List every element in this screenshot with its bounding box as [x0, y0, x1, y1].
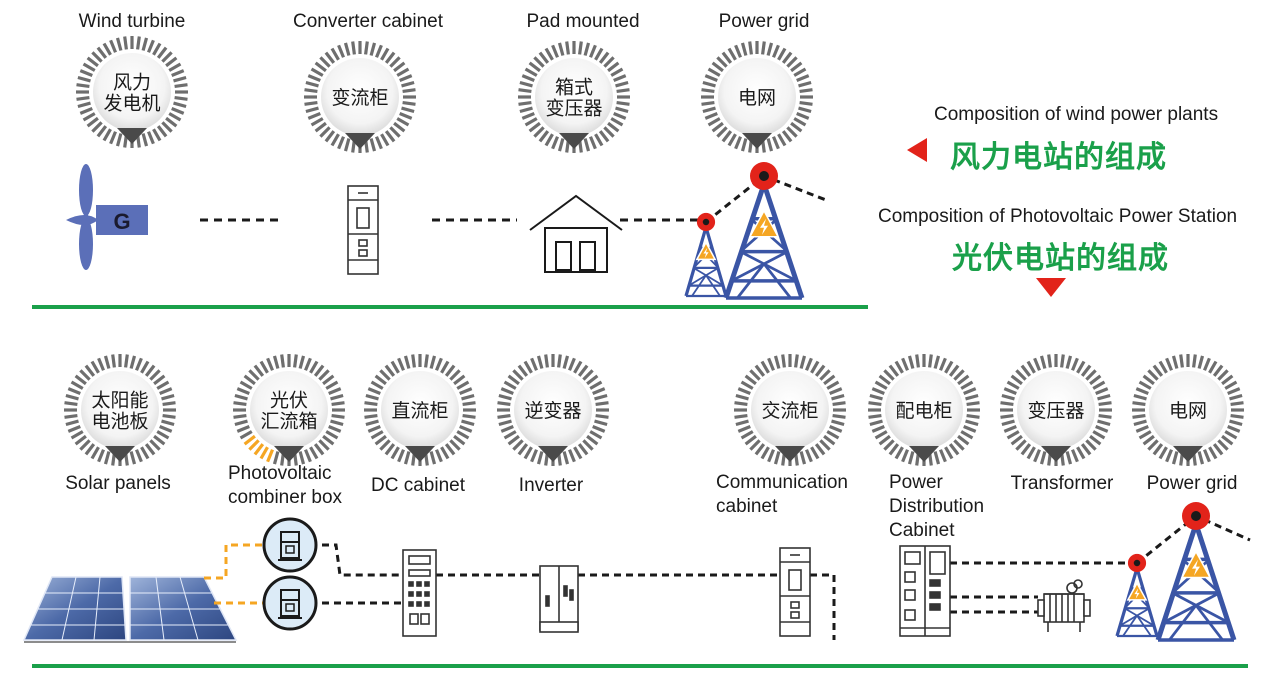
pv-label-transformer: Transformer [1010, 473, 1114, 494]
badge-pv-power-grid: 电网 [1132, 354, 1244, 466]
badge-converter-cabinet-text: 变流柜 [331, 87, 388, 109]
pv-label-dc-cabinet: DC cabinet [371, 475, 465, 496]
badge-pad-mounted-text: 箱式 [555, 77, 593, 99]
badge-distribution-cabinet: 配电柜 [868, 354, 980, 466]
pv-label-solar-panels: Solar panels [65, 473, 171, 494]
badge-wind-turbine-text: 风力 [113, 72, 151, 94]
combiner-box-icon [262, 517, 318, 573]
wind-small-tower-icon [684, 212, 728, 298]
badge-wind-power-grid-text: 电网 [738, 87, 776, 109]
combiner-box-icon [262, 575, 318, 631]
wind-label-power-grid: Power grid [718, 11, 810, 32]
pv-legend-arrow [1036, 278, 1066, 297]
wind-legend-arrow [907, 138, 927, 162]
badge-communication-cabinet: 交流柜 [734, 354, 846, 466]
wind-turbine-icon [66, 164, 148, 270]
wind-large-tower-icon [723, 162, 805, 300]
wind-legend-english: Composition of wind power plants [934, 104, 1219, 125]
wind-label-pad-mounted: Pad mounted [526, 11, 640, 32]
pv-label-inverter: Inverter [518, 475, 584, 496]
converter-cabinet-icon [347, 185, 379, 275]
badge-wind-power-grid: 电网 [701, 41, 813, 153]
pv-label-distribution-cabinet: Power Distribution Cabinet [889, 472, 985, 541]
badge-transformer-text: 变压器 [1027, 400, 1084, 422]
wind-legend-chinese: 风力电站的组成 [950, 141, 1167, 174]
badge-converter-cabinet: 变流柜 [304, 41, 416, 153]
pv-label-power-grid: Power grid [1146, 473, 1238, 494]
generator-letter: G [113, 209, 130, 234]
inverter-icon [539, 565, 579, 633]
pv-legend-chinese: 光伏电站的组成 [952, 242, 1169, 275]
badge-dc-cabinet-text: 直流柜 [391, 400, 448, 422]
badge-pv-power-grid-text: 电网 [1169, 400, 1207, 422]
solar-panels-icon [22, 576, 238, 643]
badge-dc-cabinet: 直流柜 [364, 354, 476, 466]
badge-inverter-text: 逆变器 [524, 400, 581, 422]
badge-pad-mounted-text: 变压器 [545, 98, 602, 120]
badge-communication-cabinet-text: 交流柜 [761, 400, 818, 422]
badge-transformer: 变压器 [1000, 354, 1112, 466]
pv-label-communication-cabinet: Communication cabinet [716, 472, 848, 517]
badge-distribution-cabinet-text: 配电柜 [895, 400, 952, 422]
panel-wires [204, 543, 266, 605]
dc-cabinet-icon [402, 549, 437, 637]
pv-connection-lines [322, 543, 1130, 640]
pv-legend-english: Composition of Photovoltaic Power Statio… [878, 206, 1238, 227]
pv-label-combiner-box: Photovoltaic combiner box [228, 463, 343, 508]
badge-solar-panels-text: 电池板 [91, 411, 148, 433]
badge-wind-turbine-text: 发电机 [103, 93, 160, 115]
badge-combiner-box-text: 光伏 [270, 390, 308, 412]
badge-solar-panels-text: 太阳能 [91, 390, 148, 412]
wind-label-turbine: Wind turbine [78, 11, 186, 32]
communication-cabinet-icon [779, 547, 811, 637]
power-distribution-cabinet-icon [899, 545, 951, 637]
wind-label-converter: Converter cabinet [293, 11, 443, 32]
badge-inverter: 逆变器 [497, 354, 609, 466]
pv-large-tower-icon [1155, 502, 1237, 642]
transformer-icon [1037, 579, 1091, 632]
pv-small-tower-icon [1115, 553, 1159, 638]
pad-mounted-transformer-icon [529, 194, 623, 273]
badge-combiner-box-text: 汇流箱 [260, 411, 317, 433]
